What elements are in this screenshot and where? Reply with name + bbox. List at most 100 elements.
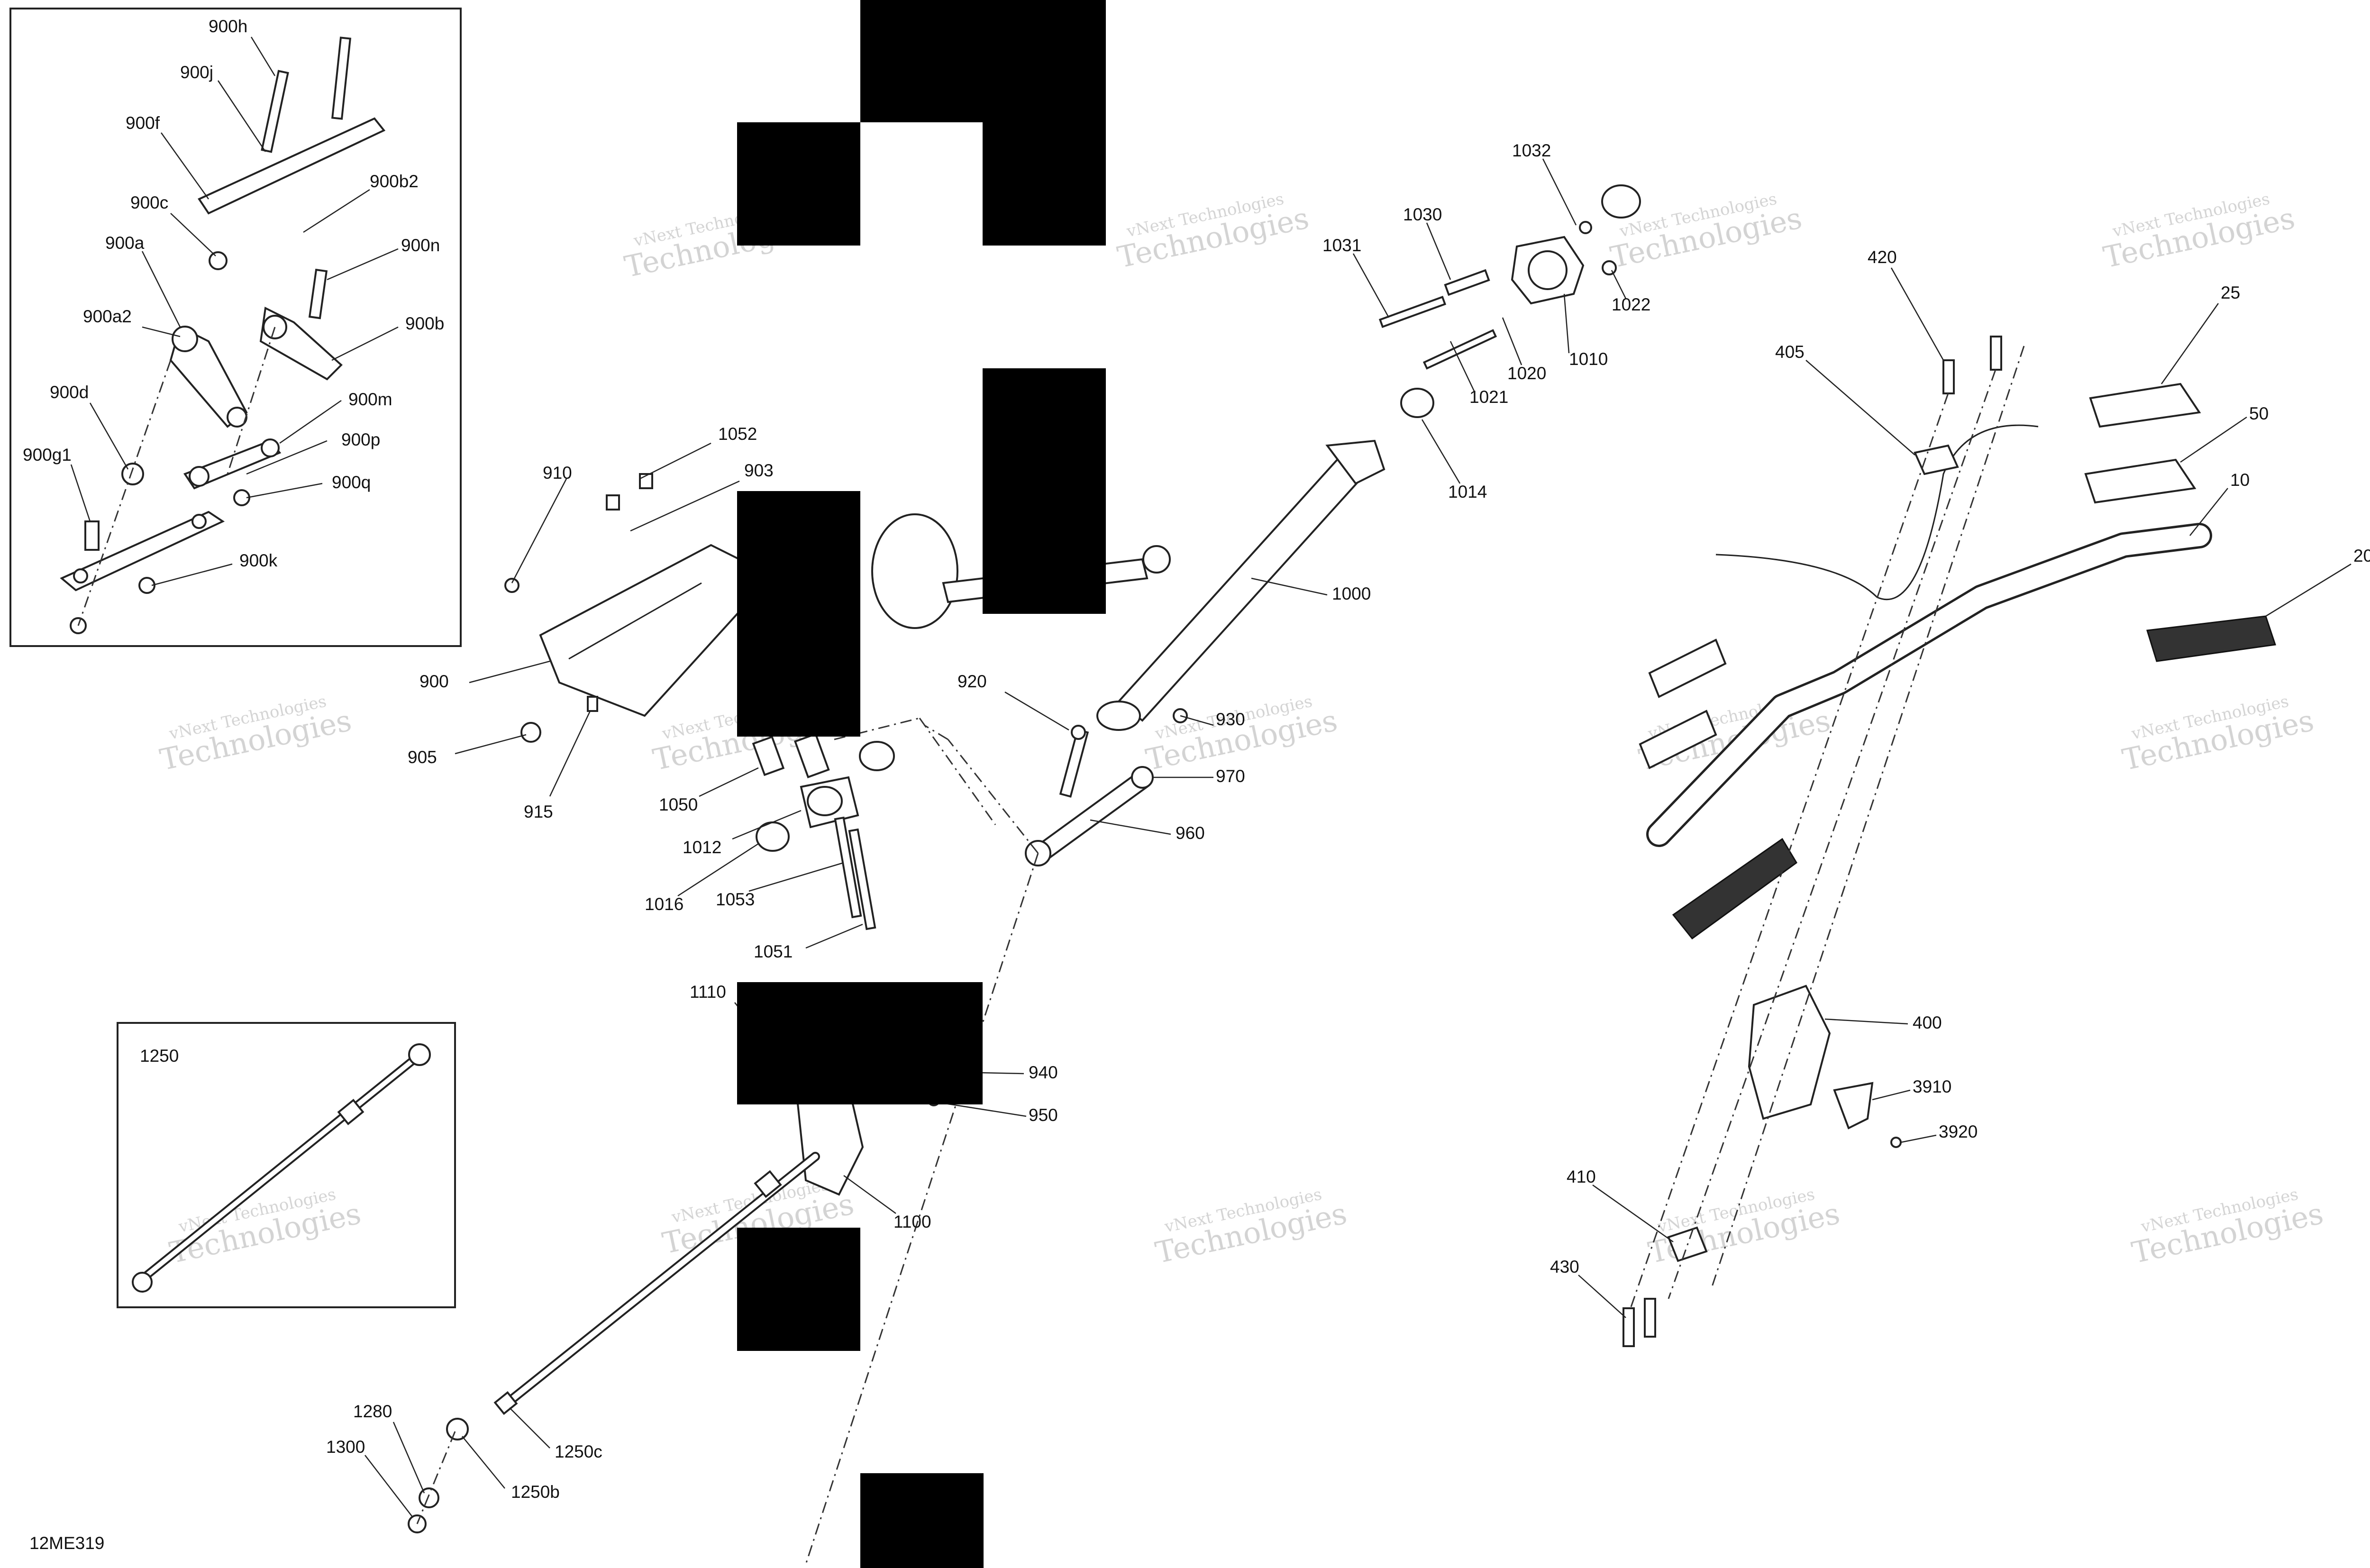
redaction-block (737, 122, 860, 246)
bushing (793, 732, 830, 778)
assembly-axis (1668, 369, 1996, 1299)
callout-900j: 900j (180, 63, 213, 82)
assembly-axis (919, 718, 996, 825)
inset-title-1250: 1250 (140, 1046, 179, 1066)
inset-frame (117, 1022, 456, 1308)
bolt-900n (308, 268, 328, 319)
bolt-900g1 (84, 520, 100, 551)
bolt-1053 (834, 816, 862, 919)
callout-1280: 1280 (353, 1402, 392, 1421)
clamp-bore (1528, 250, 1568, 290)
callout-900n: 900n (401, 236, 440, 255)
callout-430: 430 (1550, 1257, 1579, 1276)
callout-900f: 900f (126, 113, 160, 133)
redaction-block (737, 491, 860, 737)
callout-1021: 1021 (1469, 387, 1508, 407)
callout-25: 25 (2221, 283, 2240, 302)
redaction-block (983, 368, 1106, 614)
bolt-900j (331, 36, 352, 120)
callout-1053: 1053 (716, 890, 755, 909)
callout-900b: 900b (405, 314, 444, 333)
callout-405: 405 (1775, 342, 1805, 362)
callout-920: 920 (957, 672, 987, 691)
assembly-axis (924, 724, 948, 740)
handlebar-10 (1649, 525, 2210, 845)
callout-1000: 1000 (1332, 584, 1371, 603)
assembly-axis (805, 853, 1039, 1565)
callout-930: 930 (1216, 710, 1245, 729)
bushing-1014 (1400, 388, 1434, 418)
plate-900k (60, 511, 225, 592)
callout-1110: 1110 (690, 982, 726, 1002)
callout-905: 905 (408, 748, 437, 767)
callout-1031: 1031 (1322, 236, 1361, 255)
stem-1000 (1117, 454, 1367, 722)
support-bracket: 910 1052 903 900 905 915 1050 1012 1016 … (408, 424, 1171, 961)
nut-905 (520, 722, 541, 743)
bushing (189, 466, 210, 487)
sleeve (1648, 638, 1727, 698)
callout-3910: 3910 (1913, 1077, 1951, 1096)
nut-1052 (639, 473, 653, 489)
callout-900d: 900d (50, 383, 89, 402)
callout-1020: 1020 (1507, 364, 1546, 383)
clamp-405 (1914, 444, 1959, 475)
bushing-900a2 (172, 326, 198, 352)
callout-900m: 900m (348, 390, 392, 409)
bolt (1644, 1298, 1656, 1338)
inset-tie-rod: 1250 (117, 1022, 456, 1308)
screw-3920 (1890, 1137, 1902, 1148)
nut-1052 (606, 494, 620, 511)
rod-end (1142, 545, 1171, 574)
assembly-axis (1710, 346, 2025, 1290)
callout-950: 950 (1029, 1105, 1058, 1125)
steering-stem: 1000 920 930 970 960 1031 1030 1032 1022… (805, 141, 1650, 1565)
hole (191, 514, 207, 529)
grip-20 (2146, 615, 2276, 662)
callout-900a2: 900a2 (83, 307, 132, 326)
screw-915 (587, 696, 598, 712)
callout-1050: 1050 (659, 795, 698, 814)
cover (871, 513, 958, 629)
washer-1280 (419, 1487, 439, 1508)
callout-900b2: 900b2 (370, 172, 419, 191)
bushing-970 (1131, 766, 1154, 789)
assembly-axis (227, 327, 276, 474)
jam-nut (754, 1170, 782, 1198)
screw-910 (504, 578, 520, 593)
callout-1052: 1052 (718, 424, 757, 444)
grip-25 (2089, 383, 2201, 428)
rod-end (408, 1043, 431, 1066)
redaction-block (860, 1473, 984, 1568)
callout-900a: 900a (105, 233, 145, 253)
callout-915: 915 (524, 802, 553, 821)
bolt-430 (1623, 1307, 1635, 1347)
plate-900f (198, 117, 386, 215)
washer-900d (121, 463, 144, 485)
callout-910: 910 (543, 463, 572, 483)
callout-10: 10 (2230, 470, 2250, 490)
callout-1051: 1051 (754, 942, 793, 961)
stem-end (1096, 701, 1141, 731)
bolt-900h (261, 70, 289, 153)
callout-1250b: 1250b (511, 1482, 560, 1502)
callout-410: 410 (1567, 1167, 1596, 1186)
assembly-axis (77, 360, 172, 626)
handlebar-assembly: 420 405 25 50 10 20 400 3910 3920 410 43… (1550, 247, 2370, 1347)
callout-900p: 900p (341, 430, 380, 449)
callout-1100: 1100 (893, 1212, 931, 1231)
bolt-head (1071, 725, 1086, 740)
assembly-axis (947, 739, 1039, 854)
callout-400: 400 (1913, 1013, 1942, 1032)
bushing (261, 438, 280, 457)
screw-1022 (1602, 260, 1617, 275)
callout-900: 900 (419, 672, 449, 691)
redaction-blocks (737, 0, 1106, 1568)
callout-903: 903 (744, 461, 774, 480)
callout-1014: 1014 (1448, 482, 1487, 501)
callout-900k: 900k (239, 551, 278, 570)
screw (1579, 221, 1592, 234)
redaction-block (860, 0, 1106, 122)
callout-900g1: 900g1 (23, 445, 72, 465)
callout-1300: 1300 (326, 1437, 365, 1457)
